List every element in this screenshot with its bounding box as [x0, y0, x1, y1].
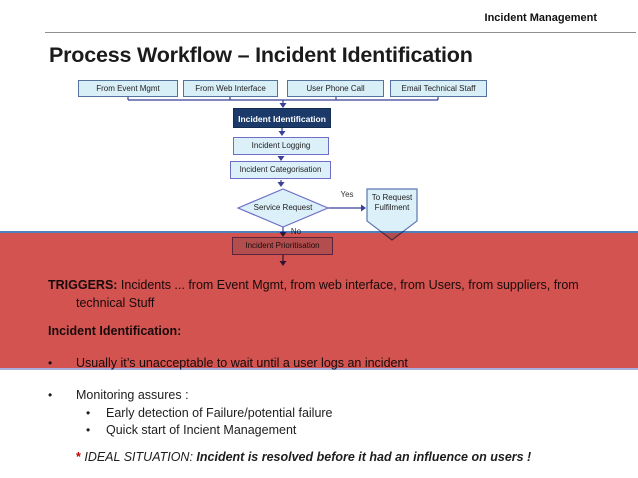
page-title: Process Workflow – Incident Identificati… — [49, 43, 473, 67]
sub-bullet-item-2: Quick start of Incient Management — [106, 423, 297, 437]
flow-node-incident-categorisation: Incident Categorisation — [230, 161, 331, 179]
flow-connectors — [127, 97, 439, 266]
flow-source-phone-call: User Phone Call — [287, 80, 384, 97]
flowchart: From Event Mgmt From Web Interface User … — [78, 80, 487, 266]
ideal-situation-line: * IDEAL SITUATION: Incident is resolved … — [76, 450, 531, 464]
flow-source-event-mgmt: From Event Mgmt — [78, 80, 178, 97]
triggers-text: Incidents ... from Event Mgmt, from web … — [117, 278, 579, 292]
flow-decision-service-request: Service Request — [253, 203, 313, 212]
fulfilment-pentagon — [366, 188, 418, 241]
triggers-line1: TRIGGERS: Incidents ... from Event Mgmt,… — [48, 278, 579, 292]
ideal-text: Incident is resolved before it had an in… — [196, 450, 532, 464]
sub-bullet-marker: • — [86, 406, 91, 420]
fulfilment-line1: To Request — [371, 193, 413, 202]
decision-diamond — [236, 188, 330, 228]
triggers-label: TRIGGERS: — [48, 278, 118, 292]
edge-label-yes: Yes — [340, 190, 354, 199]
bullet-marker: • — [48, 356, 53, 370]
corner-label: Incident Management — [484, 12, 597, 24]
flow-source-email-staff: Email Technical Staff — [390, 80, 487, 97]
flow-node-request-fulfilment: To Request Fulfilment — [367, 193, 417, 213]
ideal-star: * — [76, 450, 81, 464]
triggers-line2: technical Stuff — [76, 296, 155, 310]
bullet-item-1: Usually it’s unacceptable to wait until … — [76, 356, 408, 370]
flow-node-incident-identification: Incident Identification — [233, 108, 331, 128]
fulfilment-line2: Fulfilment — [374, 203, 410, 212]
flow-node-incident-logging: Incident Logging — [233, 137, 329, 155]
bullet-marker: • — [48, 388, 53, 402]
ideal-label: IDEAL SITUATION: — [80, 450, 197, 464]
flow-source-web-interface: From Web Interface — [183, 80, 278, 97]
section-heading: Incident Identification: — [48, 324, 182, 338]
sub-bullet-marker: • — [86, 423, 91, 437]
bullet-item-2: Monitoring assures : — [76, 388, 189, 402]
sub-bullet-item-1: Early detection of Failure/potential fai… — [106, 406, 333, 420]
header-divider — [45, 32, 636, 33]
